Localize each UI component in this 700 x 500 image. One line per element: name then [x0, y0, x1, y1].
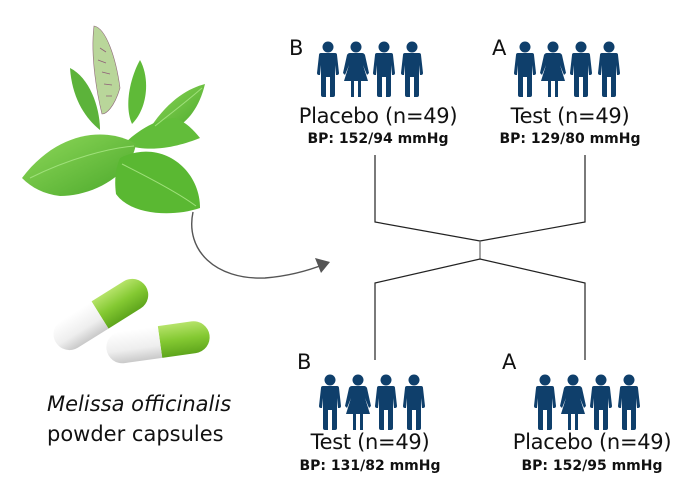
blood-pressure: BP: 129/80 mmHg: [499, 131, 641, 147]
group-title: Placebo (n=49): [512, 430, 672, 454]
man-icon: [317, 41, 339, 97]
man-icon: [570, 41, 592, 97]
man-icon: [375, 374, 397, 430]
man-icon: [319, 374, 341, 430]
blood-pressure: BP: 152/94 mmHg: [307, 131, 449, 147]
process-arrow: [185, 210, 335, 290]
man-icon: [403, 374, 425, 430]
group-letter: B: [289, 36, 304, 60]
people-icons: [512, 41, 623, 99]
woman-icon: [560, 374, 586, 430]
woman-icon: [540, 41, 566, 97]
people-icons: [317, 374, 428, 432]
man-icon: [618, 374, 640, 430]
capsules-image: [45, 275, 215, 365]
product-form: powder capsules: [47, 422, 224, 446]
man-icon: [401, 41, 423, 97]
lemon-balm-plant-image: [20, 18, 220, 218]
group-letter: A: [502, 350, 517, 374]
man-icon: [514, 41, 536, 97]
crossover-connector: [360, 150, 600, 370]
blood-pressure: BP: 131/82 mmHg: [299, 458, 441, 474]
group-letter: B: [297, 350, 312, 374]
species-name: Melissa officinalis: [47, 392, 232, 416]
group-title: Placebo (n=49): [298, 104, 458, 128]
woman-icon: [343, 41, 369, 97]
man-icon: [590, 374, 612, 430]
man-icon: [598, 41, 620, 97]
group-title: Test (n=49): [510, 104, 630, 128]
woman-icon: [345, 374, 371, 430]
group-title: Test (n=49): [310, 430, 430, 454]
blood-pressure: BP: 152/95 mmHg: [521, 458, 663, 474]
man-icon: [373, 41, 395, 97]
man-icon: [534, 374, 556, 430]
people-icons: [532, 374, 643, 432]
people-icons: [315, 41, 426, 99]
product-caption: Melissa officinalis powder capsules: [47, 389, 231, 449]
group-letter: A: [492, 36, 507, 60]
